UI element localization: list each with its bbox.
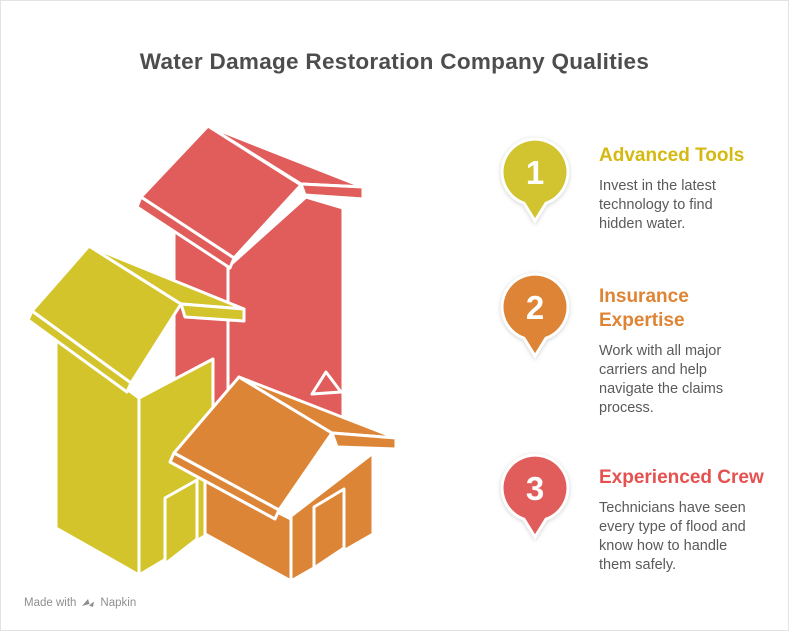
red-house-roof-fascia-left <box>135 195 236 270</box>
item-heading: Experienced Crew <box>599 467 764 488</box>
item-description: Work with all major carriers and help na… <box>599 343 724 416</box>
yellow-house-door <box>163 478 199 566</box>
number-pin-1-icon: 1 <box>500 137 570 224</box>
watermark-brand-label: Napkin <box>100 596 137 609</box>
pin-number: 1 <box>526 154 544 191</box>
red-house-roof-fascia-right <box>299 182 365 201</box>
red-house-gable-detail <box>310 370 343 396</box>
yellow-house <box>26 244 246 577</box>
pin-shape <box>500 453 570 540</box>
number-pin-3-icon: 3 <box>500 453 570 540</box>
yellow-house-roof-fascia-left <box>26 309 133 394</box>
yellow-house-roof-fascia-right <box>179 302 246 323</box>
watermark: Made with Napkin <box>24 596 136 609</box>
orange-house <box>168 375 398 583</box>
list-item-advanced-tools: 1 Advanced Tools Invest in the latest te… <box>499 134 788 254</box>
item-description: Technicians have seen every type of floo… <box>599 500 746 573</box>
item-description: Invest in the latest technology to find … <box>599 178 716 232</box>
list-item-experienced-crew: 3 Experienced Crew Technicians have seen… <box>499 450 788 610</box>
pin-number: 3 <box>526 470 544 507</box>
pin-number: 2 <box>526 289 544 326</box>
page-title: Water Damage Restoration Company Qualiti… <box>139 49 650 74</box>
item-heading: Advanced Tools <box>599 145 745 166</box>
list-item-insurance-expertise: 2 Insurance Expertise Work with all majo… <box>499 269 788 429</box>
pin-shape <box>500 272 570 359</box>
orange-house-door <box>312 487 346 570</box>
yellow-house-roof-left <box>30 244 183 385</box>
number-pin-2-icon: 2 <box>500 272 570 359</box>
napkin-logo-icon <box>82 599 95 607</box>
orange-house-roof-fascia-left <box>168 451 281 521</box>
orange-house-roof-fascia-right <box>330 431 398 451</box>
item-heading: Insurance Expertise <box>599 286 689 331</box>
watermark-made-with-label: Made with <box>24 596 77 609</box>
pin-shape <box>500 137 570 224</box>
